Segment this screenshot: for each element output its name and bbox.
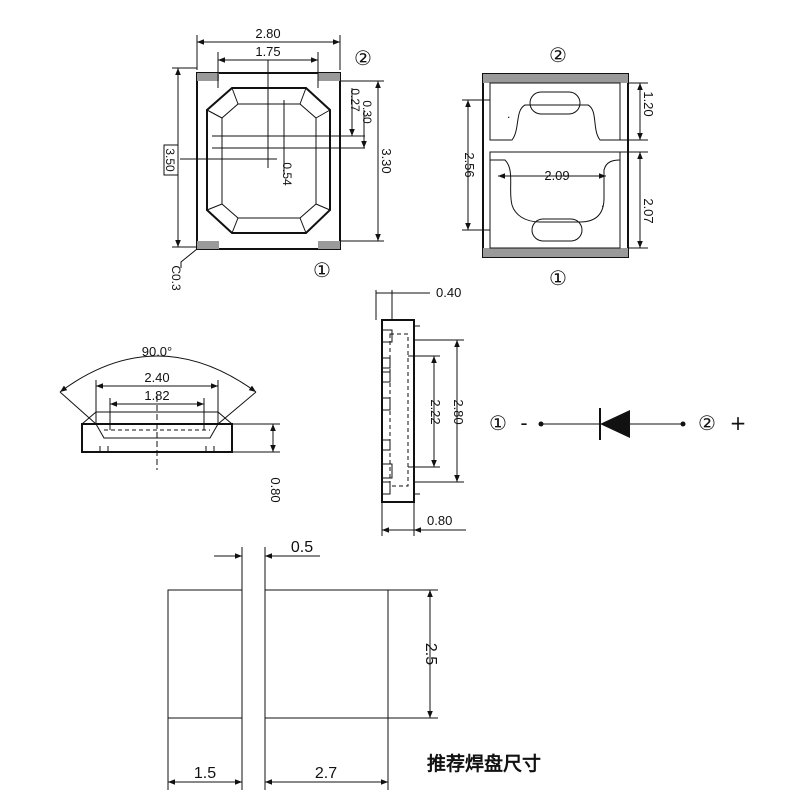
pin2-label-bottom: ②	[549, 43, 567, 67]
dim-inner-width: 1.75	[255, 44, 280, 59]
view-angle-arc	[59, 355, 257, 393]
dim-pad-height: 1.20	[641, 91, 656, 116]
pad-bottom	[489, 151, 621, 249]
side-view-body	[381, 319, 415, 503]
symbol-pin2: ②	[698, 411, 716, 435]
bottom-view: . . 2.56 1.20 2.07 2.09 ② ①	[462, 43, 656, 290]
dim-inner-width-bottom: 2.09	[544, 168, 569, 183]
pad-top	[489, 82, 621, 141]
dim-gap: 0.5	[291, 539, 313, 556]
pin1-label-bottom: ①	[549, 266, 567, 290]
pad-1	[167, 589, 243, 719]
dim-outer-height-box	[163, 144, 179, 176]
symbol-pin1: ①	[489, 411, 507, 435]
slot-top	[529, 91, 581, 115]
dim-offset-a: 0.27	[348, 88, 362, 112]
dim-pad2-width: 2.7	[315, 765, 337, 782]
reflector-inner	[221, 103, 317, 219]
pad-2	[264, 589, 389, 719]
dim-offset-b: 0.30	[360, 100, 374, 124]
front-view: 90.0° 2.40 1.82 0.80	[59, 344, 283, 503]
footprint-caption: 推荐焊盘尺寸	[427, 752, 541, 775]
footprint: 0.5 2.5 1.5 2.7 推荐焊盘尺寸	[167, 539, 541, 790]
dim-center-offset: 0.54	[280, 162, 294, 186]
dim-inner-length-side: 2.22	[428, 399, 443, 424]
dim-pad-height-fp: 2.5	[422, 643, 439, 665]
symbol-pin1-sign: -	[520, 411, 527, 435]
dim-outer-width-front: 2.40	[144, 370, 169, 385]
top-view: 2.80 1.75 3.50 3.30 0.27 0.30 0.54 C0.3 …	[163, 26, 394, 291]
dim-height-front: 0.80	[268, 477, 283, 502]
dim-outer-height: 3.50	[163, 148, 177, 172]
svg-text:.: .	[601, 196, 604, 210]
pin1-label-top: ①	[313, 258, 331, 282]
dim-length-side: 2.80	[451, 399, 466, 424]
symbol-pin2-sign: +	[730, 411, 747, 435]
dim-width: 2.80	[255, 26, 280, 41]
dim-pad1-width: 1.5	[194, 765, 216, 782]
dim-corner: C0.3	[169, 265, 183, 291]
dim-height: 3.30	[379, 148, 394, 173]
pin2-label-top: ②	[354, 46, 372, 70]
dim-top-side: 0.40	[436, 285, 461, 300]
dim-span: 2.56	[462, 152, 477, 177]
svg-text:.: .	[507, 107, 510, 121]
dim-lower-height: 2.07	[641, 198, 656, 223]
slot-bottom	[531, 218, 583, 242]
diode-symbol: ① - ② +	[489, 408, 746, 440]
dim-depth-side: 0.80	[427, 513, 452, 528]
dim-inner-width-front: 1.82	[144, 388, 169, 403]
dim-angle: 90.0°	[142, 344, 173, 359]
side-view: 0.40 2.80 2.22 0.80	[375, 285, 466, 536]
